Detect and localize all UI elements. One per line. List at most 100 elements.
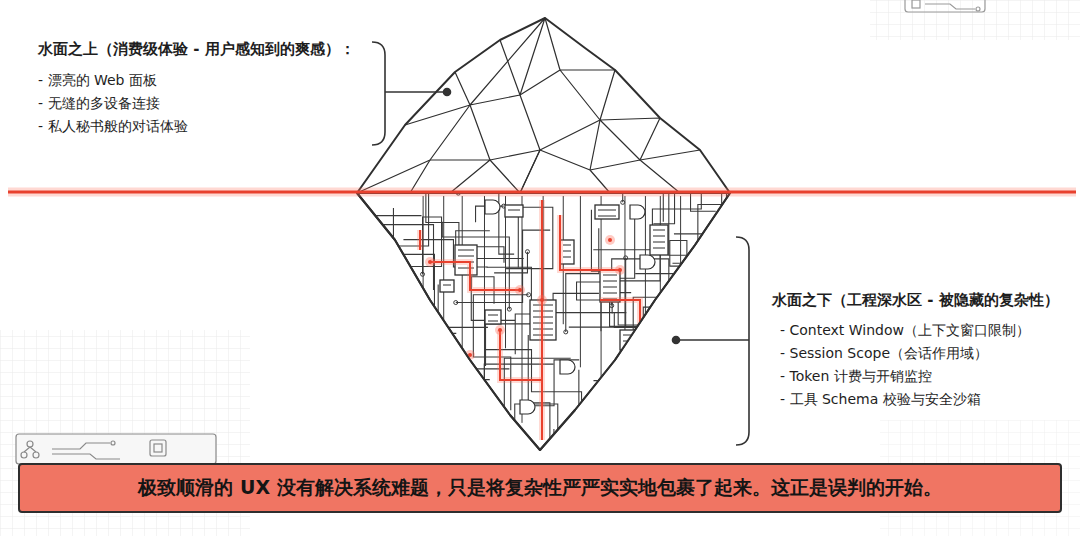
list-item: - Token 计费与开销监控: [780, 368, 932, 385]
list-item: - 无缝的多设备连接: [38, 95, 160, 112]
chip-line: [603, 293, 617, 294]
circuit-wire: [672, 262, 760, 296]
trace-glow: [600, 300, 640, 350]
circuit-pad: [654, 327, 658, 331]
hot-trace: [600, 300, 640, 350]
grid-ground: [870, 0, 1080, 40]
chip-line: [653, 236, 665, 237]
hot-trace: [560, 215, 620, 270]
circuit-wire: [349, 196, 393, 247]
glow-dot-core: [428, 260, 432, 264]
chip-line: [653, 248, 665, 249]
chip-line: [603, 275, 617, 276]
circuit-pad: [740, 368, 744, 372]
corner-icon: [905, 0, 985, 12]
chip-line: [458, 250, 474, 251]
circuit-wire: [380, 373, 443, 438]
circuit-bus: [423, 196, 424, 351]
glow-dot: [615, 265, 625, 275]
circuit-wire: [635, 274, 755, 342]
section-heading: 水面之上（消费级体验 - 用户感知到的爽感）：: [38, 40, 355, 58]
circuit-wire: [626, 395, 700, 437]
glow-dot-core: [518, 288, 522, 292]
gate-symbol: [640, 255, 655, 269]
circuit-bus: [680, 196, 681, 393]
circuit-pad: [610, 304, 614, 308]
circuit-pad: [448, 349, 452, 353]
circuit-pad: [624, 436, 628, 440]
glow-dot: [537, 295, 547, 305]
list-item: - 工具 Schema 校验与安全沙箱: [780, 391, 981, 408]
trace-glow: [500, 330, 542, 380]
trace-glow: [417, 230, 423, 250]
circuit-pad: [624, 256, 628, 260]
chip-line: [603, 287, 617, 288]
chip-line: [603, 281, 617, 282]
circuit-wire: [691, 157, 716, 211]
circuit-wire: [643, 285, 680, 366]
circuit-wire: [450, 351, 490, 379]
glow-dot: [515, 285, 525, 295]
circuit-wire: [698, 205, 723, 272]
hot-trace: [419, 230, 421, 250]
caption-bar: 极致顺滑的 UX 没有解决系统难题，只是将复杂性严严实实地包裹了起来。这正是误判…: [18, 463, 1062, 513]
circuit-pad: [507, 307, 511, 311]
chip-line: [563, 251, 571, 252]
circuit-bus: [484, 196, 485, 391]
caption-text: 极致顺滑的 UX 没有解决系统难题，只是将复杂性严严实实地包裹了起来。这正是误判…: [138, 475, 941, 501]
trace-glow: [560, 215, 620, 270]
list-item: - 私人秘书般的对话体验: [38, 118, 188, 135]
circuit-wire: [499, 188, 514, 254]
chip-symbol: [650, 225, 668, 255]
circuit-wire: [704, 376, 724, 422]
corner-panel: [16, 434, 216, 464]
glow-dot-core: [540, 298, 544, 302]
circuit-bus: [522, 196, 523, 423]
circuit-wire: [718, 388, 758, 421]
glow-dot: [425, 257, 435, 267]
glow-dot-core: [608, 238, 612, 242]
left-bracket: [372, 42, 451, 145]
gate-symbol: [560, 360, 575, 374]
waterline: [8, 191, 1076, 194]
chip-line: [653, 230, 665, 231]
waterline-glow: [8, 188, 1076, 197]
circuit-bus: [660, 196, 661, 383]
circuit-wire: [452, 376, 478, 427]
glow-dot: [605, 235, 615, 245]
circuit-wire: [653, 193, 720, 224]
circuit-pad: [471, 391, 475, 395]
iceberg-base-outline: [357, 193, 730, 450]
chip-line: [563, 245, 571, 246]
glow-dot-core: [638, 348, 642, 352]
circuit-wire: [623, 151, 664, 222]
hot-trace: [541, 200, 543, 440]
gate-symbol: [520, 400, 535, 414]
chip-line: [563, 257, 571, 258]
circuit-pad: [421, 272, 425, 276]
list-item: - 漂亮的 Web 面板: [38, 72, 157, 89]
hot-trace: [430, 262, 520, 290]
chip-line: [488, 315, 498, 316]
glow-dot-core: [498, 328, 502, 332]
circuit-bus: [601, 196, 602, 427]
trace-glow: [430, 262, 520, 290]
circuit-wire: [726, 130, 754, 222]
chip-line: [598, 210, 616, 211]
chip-symbol: [595, 205, 619, 219]
circuit-pad: [673, 365, 677, 369]
circuit-wire: [708, 323, 771, 370]
circuit-bus: [580, 196, 581, 367]
circuit-wire: [392, 333, 456, 362]
circuit-pad: [699, 180, 703, 184]
trace-glow: [539, 200, 545, 440]
circuit-pad: [454, 301, 458, 305]
circuit-pad: [667, 184, 671, 188]
circuit-pad: [580, 454, 584, 458]
circuit-pad: [759, 260, 763, 264]
chip-symbol: [505, 205, 523, 217]
chip-symbol: [440, 280, 454, 292]
circuit-wire: [670, 240, 735, 298]
circuit-pad: [527, 293, 531, 297]
